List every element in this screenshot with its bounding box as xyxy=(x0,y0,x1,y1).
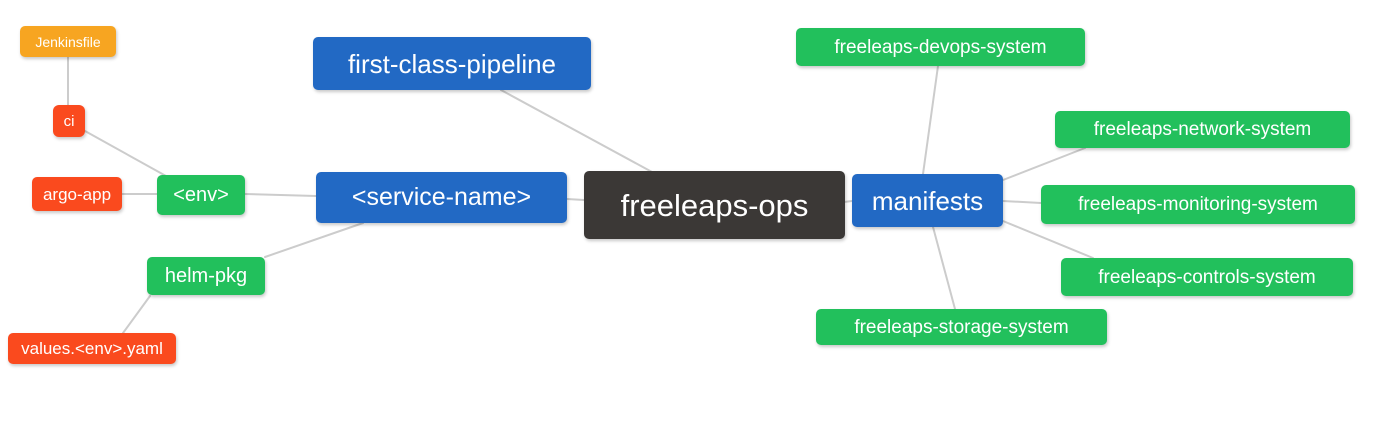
node-freeleaps-network-system[interactable]: freeleaps-network-system xyxy=(1055,111,1350,148)
node-service-name[interactable]: <service-name> xyxy=(316,172,567,223)
edge-env-service-name xyxy=(244,193,317,197)
edge-service-name-helm-pkg xyxy=(264,222,364,258)
node-argo-app[interactable]: argo-app xyxy=(32,177,122,211)
node-helm-pkg[interactable]: helm-pkg xyxy=(147,257,265,295)
edge-manifests-storage xyxy=(932,226,956,310)
node-freeleaps-controls-system[interactable]: freeleaps-controls-system xyxy=(1061,258,1353,296)
edge-manifests-controls xyxy=(1002,220,1094,259)
node-values-env-yaml[interactable]: values.<env>.yaml xyxy=(8,333,176,364)
node-freeleaps-storage-system[interactable]: freeleaps-storage-system xyxy=(816,309,1107,345)
node-ci[interactable]: ci xyxy=(53,105,85,137)
node-first-class-pipeline[interactable]: first-class-pipeline xyxy=(313,37,591,90)
edge-manifests-devops xyxy=(922,65,939,175)
node-freeleaps-monitoring-system[interactable]: freeleaps-monitoring-system xyxy=(1041,185,1355,224)
node-freeleaps-devops-system[interactable]: freeleaps-devops-system xyxy=(796,28,1085,66)
edge-ci-env xyxy=(84,130,167,177)
edge-ops-manifests xyxy=(843,200,853,203)
edge-service-name-ops xyxy=(566,198,585,201)
edge-fcp-freeleaps-ops xyxy=(500,89,653,173)
node-jenkinsfile[interactable]: Jenkinsfile xyxy=(20,26,116,57)
edge-manifests-monitoring xyxy=(1002,200,1042,204)
node-env[interactable]: <env> xyxy=(157,175,245,215)
node-freeleaps-ops[interactable]: freeleaps-ops xyxy=(584,171,845,239)
edge-manifests-network xyxy=(1002,147,1086,181)
node-manifests[interactable]: manifests xyxy=(852,174,1003,227)
edge-helm-pkg-values xyxy=(122,295,151,334)
